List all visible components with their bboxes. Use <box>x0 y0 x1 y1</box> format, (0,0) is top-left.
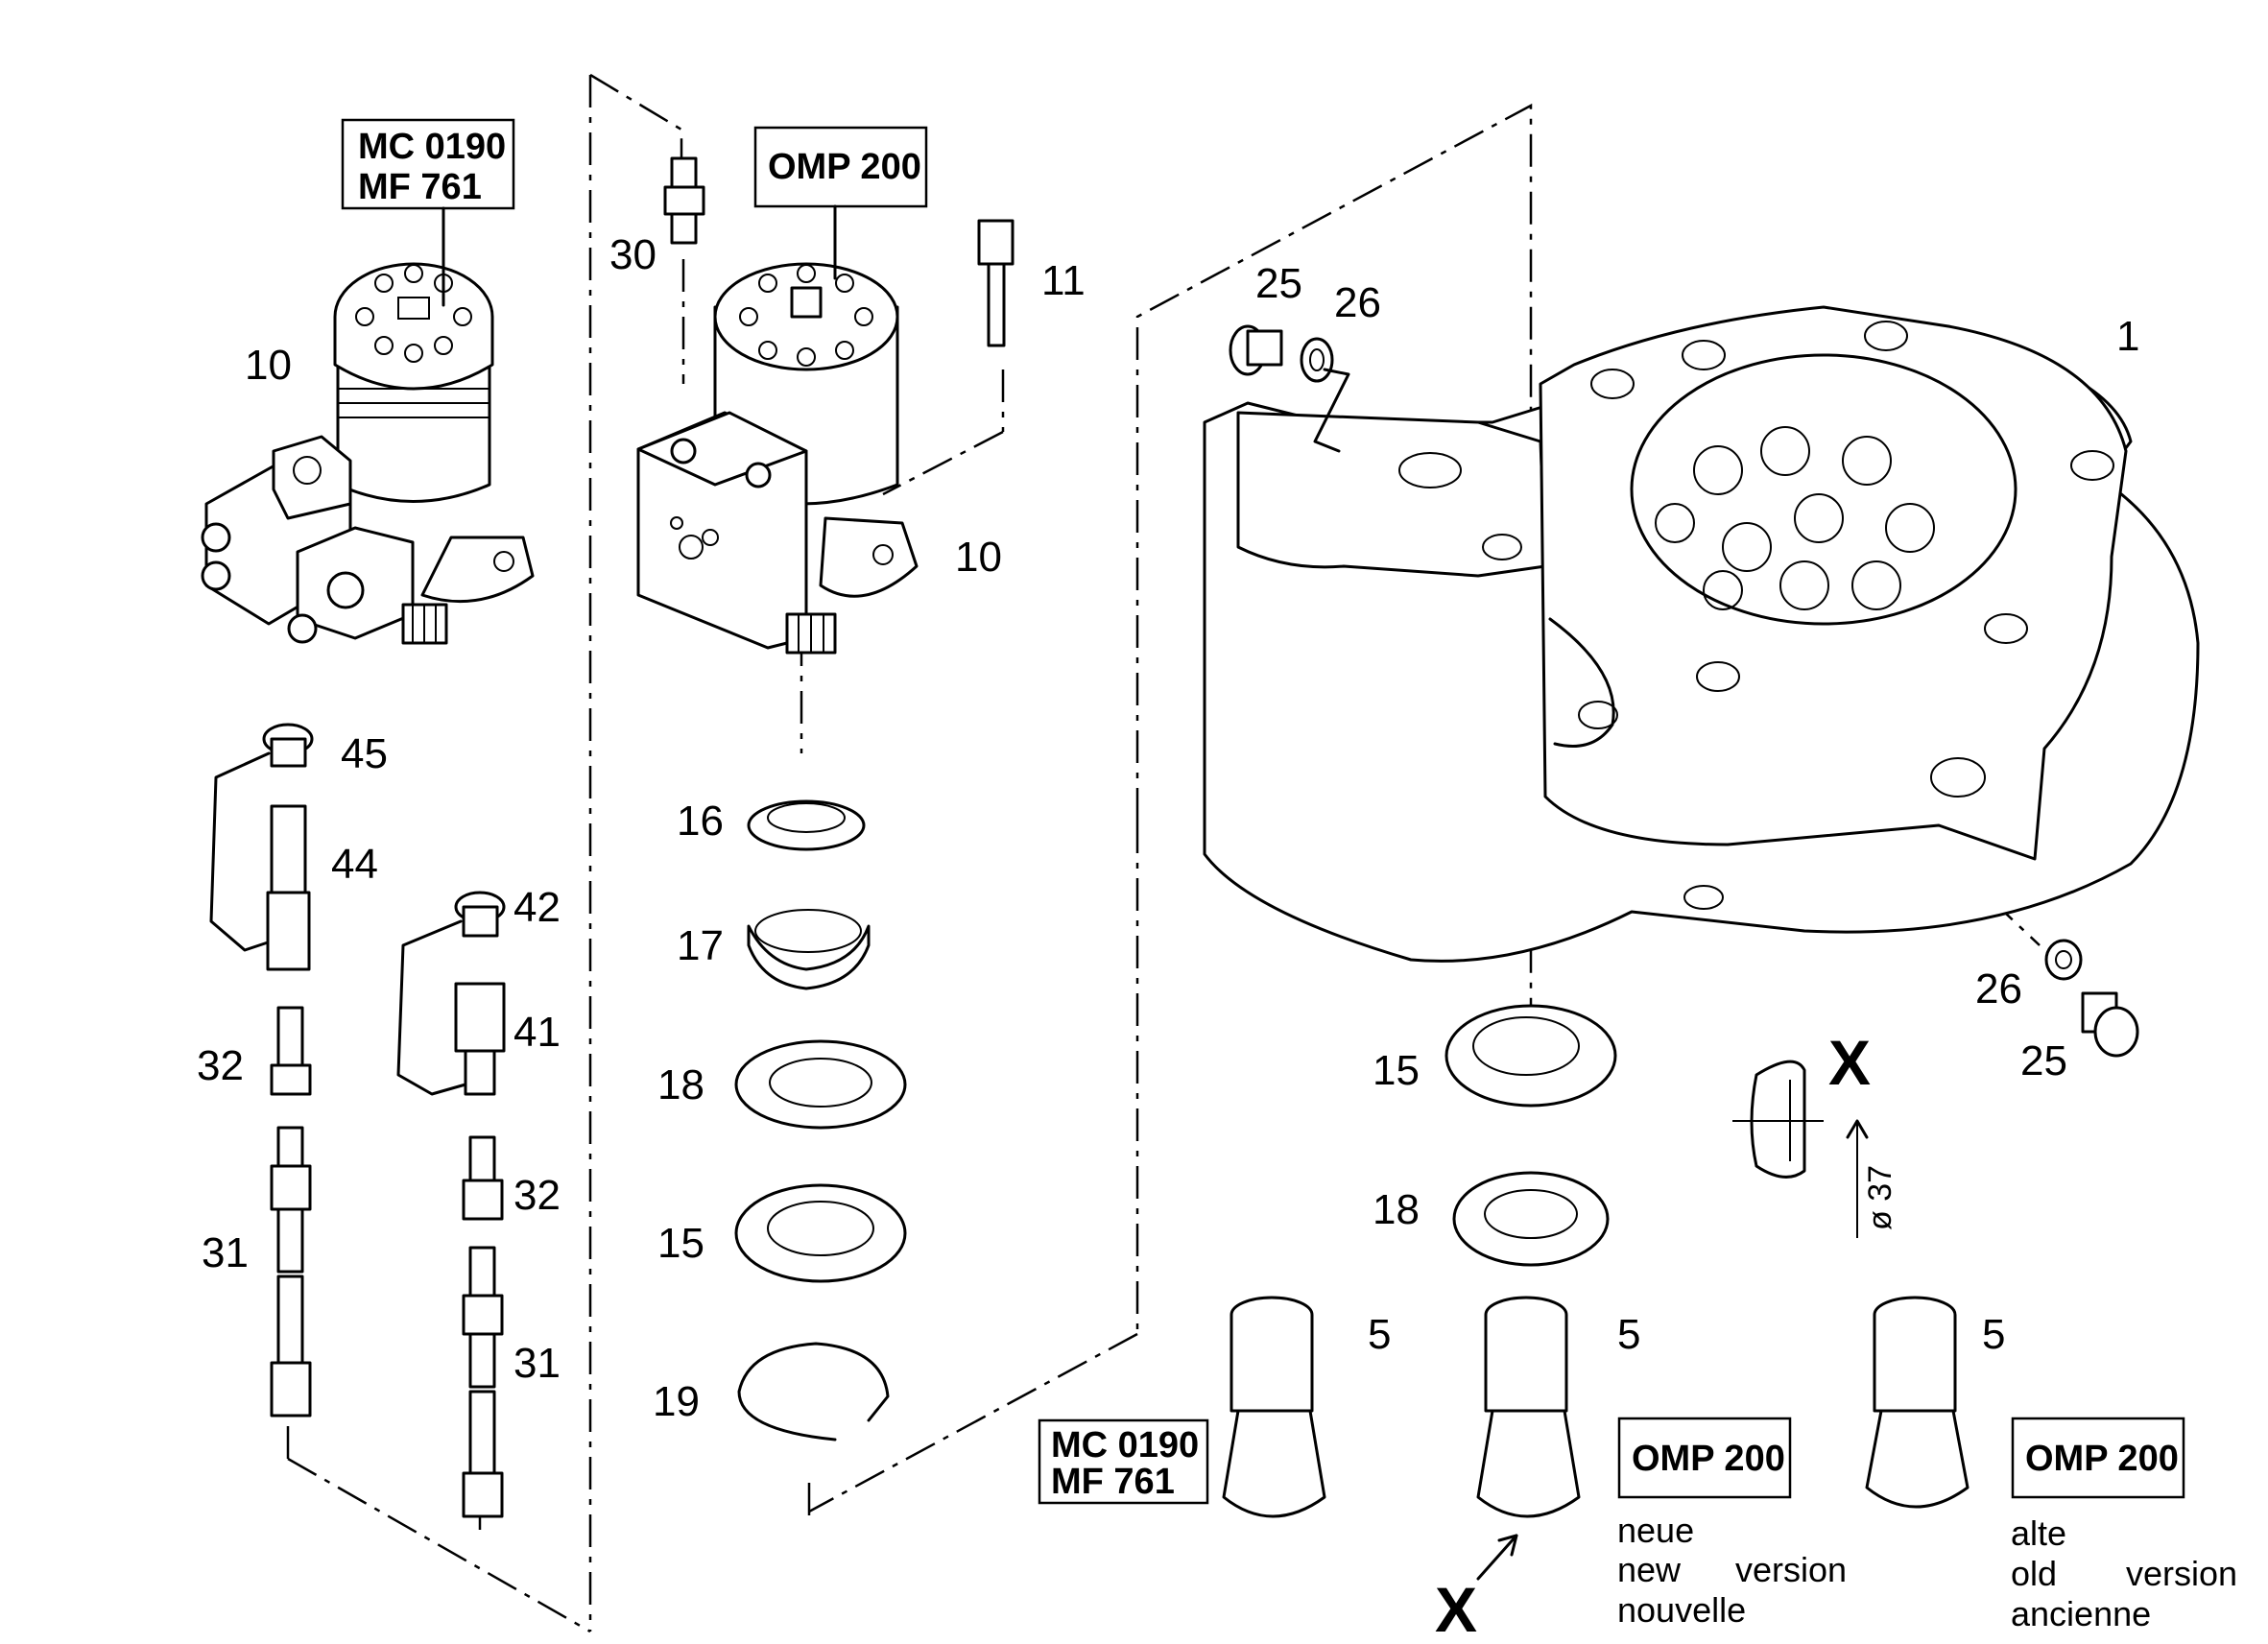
note-new-en-a: new <box>1617 1550 1682 1589</box>
part-label-32-left: 32 <box>197 1042 244 1089</box>
plug-top-drawing <box>1229 324 1350 453</box>
note-old-de: alte <box>2011 1513 2066 1553</box>
part-label-19: 19 <box>653 1378 700 1425</box>
motor-left-drawing <box>201 262 535 645</box>
part-label-1: 1 <box>2116 313 2139 360</box>
part-label-16: 16 <box>677 798 724 845</box>
part-label-26-bottom: 26 <box>1975 965 2022 1013</box>
detail-x-section <box>1732 1060 1869 1238</box>
motor-center-label: OMP 200 <box>768 147 921 187</box>
part-label-30: 30 <box>609 231 657 278</box>
note-old-en-b: version <box>2126 1554 2237 1593</box>
part-label-10-left: 10 <box>245 342 292 389</box>
part-label-25-bottom: 25 <box>2020 1037 2067 1084</box>
part-label-26-top: 26 <box>1334 279 1381 326</box>
motor-left-label-line2: MF 761 <box>358 167 482 207</box>
screw-11-drawing <box>977 219 1015 347</box>
detail-view-marker: X <box>1828 1027 1871 1098</box>
part-label-11: 11 <box>1041 257 1086 304</box>
right-stack-drawing <box>1444 1004 1617 1267</box>
part-label-25-top: 25 <box>1255 260 1302 307</box>
view-arrow-x: X <box>1435 1574 1477 1644</box>
part-label-5-a: 5 <box>1368 1311 1391 1358</box>
part-label-15-center: 15 <box>657 1220 704 1267</box>
pinion-new-label: OMP 200 <box>1632 1439 1785 1479</box>
pinion-old-drawing <box>1865 1296 1970 1509</box>
fitting-30-drawing <box>663 156 705 245</box>
part-label-45: 45 <box>341 730 388 777</box>
pinion-mc-label-line1: MC 0190 <box>1051 1425 1199 1465</box>
motor-center-label-box <box>753 126 928 208</box>
part-label-42: 42 <box>513 884 561 931</box>
motor-center-drawing <box>636 262 919 655</box>
pinion-mc-drawing <box>1222 1296 1326 1518</box>
part-label-5-b: 5 <box>1617 1311 1640 1358</box>
detail-diameter-label: ø 37 <box>1862 1165 1898 1230</box>
part-label-44: 44 <box>331 841 378 888</box>
note-old-fr: ancienne <box>2011 1594 2151 1633</box>
part-label-41: 41 <box>513 1009 561 1056</box>
pinion-mc-label-line2: MF 761 <box>1051 1462 1175 1502</box>
housing-drawing <box>1203 305 2200 963</box>
part-label-18-right: 18 <box>1373 1186 1420 1233</box>
part-label-5-c: 5 <box>1982 1311 2005 1358</box>
note-old-en-a: old <box>2011 1554 2057 1593</box>
pinion-old-label-box <box>2011 1417 2185 1499</box>
part-label-18-center: 18 <box>657 1061 704 1108</box>
plug-bottom-drawing <box>2044 939 2139 1058</box>
note-new-en-b: version <box>1735 1550 1847 1589</box>
part-label-31-left: 31 <box>202 1229 249 1276</box>
note-new-de: neue <box>1617 1511 1694 1550</box>
center-stack-drawing <box>734 799 907 1441</box>
part-label-32-right: 32 <box>513 1172 561 1219</box>
note-new-fr: nouvelle <box>1617 1590 1746 1630</box>
motor-left-label-box <box>341 118 515 210</box>
hose-parts-drawing <box>209 723 506 1518</box>
part-label-31-right: 31 <box>513 1340 561 1387</box>
pinion-mc-label-box <box>1038 1418 1209 1505</box>
part-label-15-right: 15 <box>1373 1047 1420 1094</box>
pinion-new-label-box <box>1617 1417 1792 1499</box>
pinion-new-drawing <box>1476 1296 1581 1518</box>
pinion-old-label: OMP 200 <box>2025 1439 2179 1479</box>
part-label-17: 17 <box>677 922 724 969</box>
part-label-10-center: 10 <box>955 534 1002 581</box>
motor-left-label-line1: MC 0190 <box>358 127 506 167</box>
